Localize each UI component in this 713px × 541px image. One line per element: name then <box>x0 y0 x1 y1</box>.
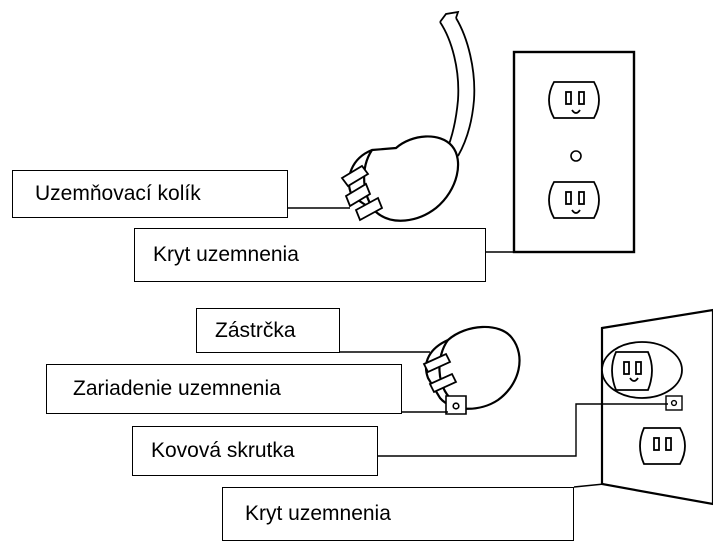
grounding-adapter <box>424 325 521 410</box>
outlet-upper <box>548 81 600 119</box>
label-grounding-device: Zariadenie uzemnenia <box>46 364 402 414</box>
leader-lines-top <box>288 207 516 253</box>
label-ground-cover-top: Kryt uzemnenia <box>134 228 486 282</box>
plug-top-prongs <box>340 164 384 222</box>
wall-plate-bottom <box>600 308 713 506</box>
adapter-prongs <box>422 352 458 394</box>
label-ground-pin: Uzemňovací kolík <box>12 170 288 218</box>
ground-tab <box>445 395 467 415</box>
leader-lines-bottom <box>340 351 668 488</box>
adapter-ground-tab <box>665 395 683 411</box>
label-ground-cover-bottom: Kryt uzemnenia <box>222 487 574 541</box>
power-cord <box>439 10 476 157</box>
label-metal-screw: Kovová skrutka <box>132 426 378 476</box>
plugged-adapter-outlet <box>601 341 683 399</box>
outlet-bottom <box>639 427 686 465</box>
outlet-lower <box>548 181 600 219</box>
label-plug: Zástrčka <box>196 308 340 353</box>
plate-screw <box>570 150 582 162</box>
